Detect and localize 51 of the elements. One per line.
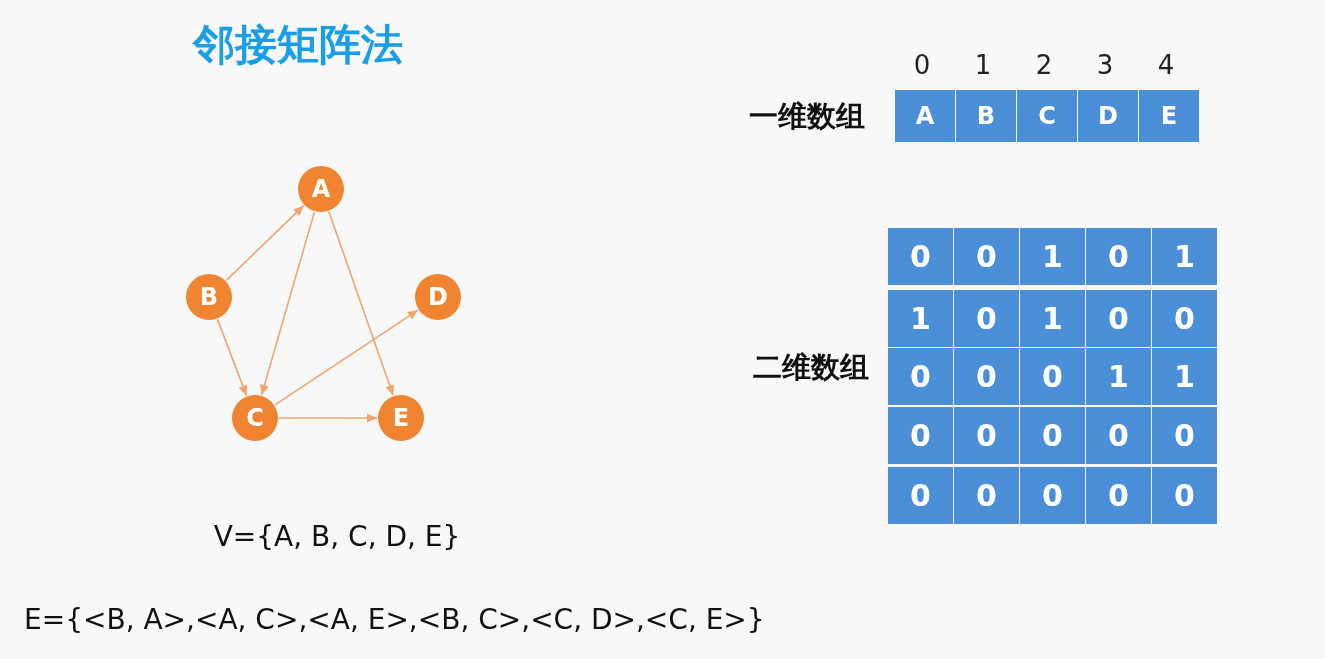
matrix-cell: 1 bbox=[1152, 228, 1217, 285]
index-number: 3 bbox=[1096, 51, 1114, 81]
matrix-cell: 0 bbox=[954, 348, 1019, 405]
arrow bbox=[216, 318, 248, 397]
matrix-cell: 0 bbox=[1086, 467, 1151, 524]
matrix-cell: 0 bbox=[1152, 407, 1217, 464]
matrix-cell: 1 bbox=[1020, 228, 1085, 285]
array-cell: A bbox=[895, 90, 955, 142]
matrix-cell: 0 bbox=[1020, 407, 1085, 464]
arrow bbox=[274, 309, 419, 406]
index-number: 1 bbox=[974, 51, 992, 81]
matrix-cell: 0 bbox=[954, 228, 1019, 285]
index-number: 4 bbox=[1157, 51, 1175, 81]
index-number: 0 bbox=[913, 51, 931, 81]
matrix-cell: 0 bbox=[954, 467, 1019, 524]
vertex-circle: C bbox=[232, 395, 278, 441]
arrow bbox=[328, 210, 395, 397]
array-cell: D bbox=[1078, 90, 1138, 142]
array-cell: E bbox=[1139, 90, 1199, 142]
arrow bbox=[260, 211, 316, 396]
matrix-cell: 0 bbox=[954, 407, 1019, 464]
array-cell: C bbox=[1017, 90, 1077, 142]
vertex-circle: A bbox=[298, 166, 344, 212]
vertex-circle: D bbox=[415, 274, 461, 320]
matrix-cell: 0 bbox=[888, 348, 953, 405]
array-cell: B bbox=[956, 90, 1016, 142]
array-label: 二维数组 bbox=[753, 351, 869, 385]
vertex-set-text: V={A, B, C, D, E} bbox=[213, 520, 461, 554]
matrix-cell: 0 bbox=[888, 407, 953, 464]
matrix-cell: 0 bbox=[954, 290, 1019, 347]
edge-set-text: E={<B, A>,<A, C>,<A, E>,<B, C>,<C, D>,<C, E>} bbox=[24, 603, 765, 637]
index-number: 2 bbox=[1035, 51, 1053, 81]
matrix-cell: 1 bbox=[1020, 290, 1085, 347]
matrix-cell: 0 bbox=[888, 228, 953, 285]
matrix-cell: 1 bbox=[1152, 348, 1217, 405]
vertex-circle: B bbox=[186, 274, 232, 320]
array-label: 一维数组 bbox=[749, 100, 865, 134]
arrow bbox=[225, 204, 305, 282]
vertex-circle: E bbox=[378, 395, 424, 441]
matrix-cell: 1 bbox=[1086, 348, 1151, 405]
matrix-cell: 0 bbox=[888, 467, 953, 524]
matrix-cell: 0 bbox=[1086, 407, 1151, 464]
matrix-cell: 0 bbox=[1020, 348, 1085, 405]
matrix-cell: 0 bbox=[1152, 290, 1217, 347]
matrix-cell: 1 bbox=[888, 290, 953, 347]
matrix-cell: 0 bbox=[1020, 467, 1085, 524]
slide-title: 邻接矩阵法 bbox=[193, 20, 403, 70]
matrix-cell: 0 bbox=[1086, 228, 1151, 285]
arrow bbox=[278, 413, 378, 423]
matrix-cell: 0 bbox=[1086, 290, 1151, 347]
matrix-cell: 0 bbox=[1152, 467, 1217, 524]
